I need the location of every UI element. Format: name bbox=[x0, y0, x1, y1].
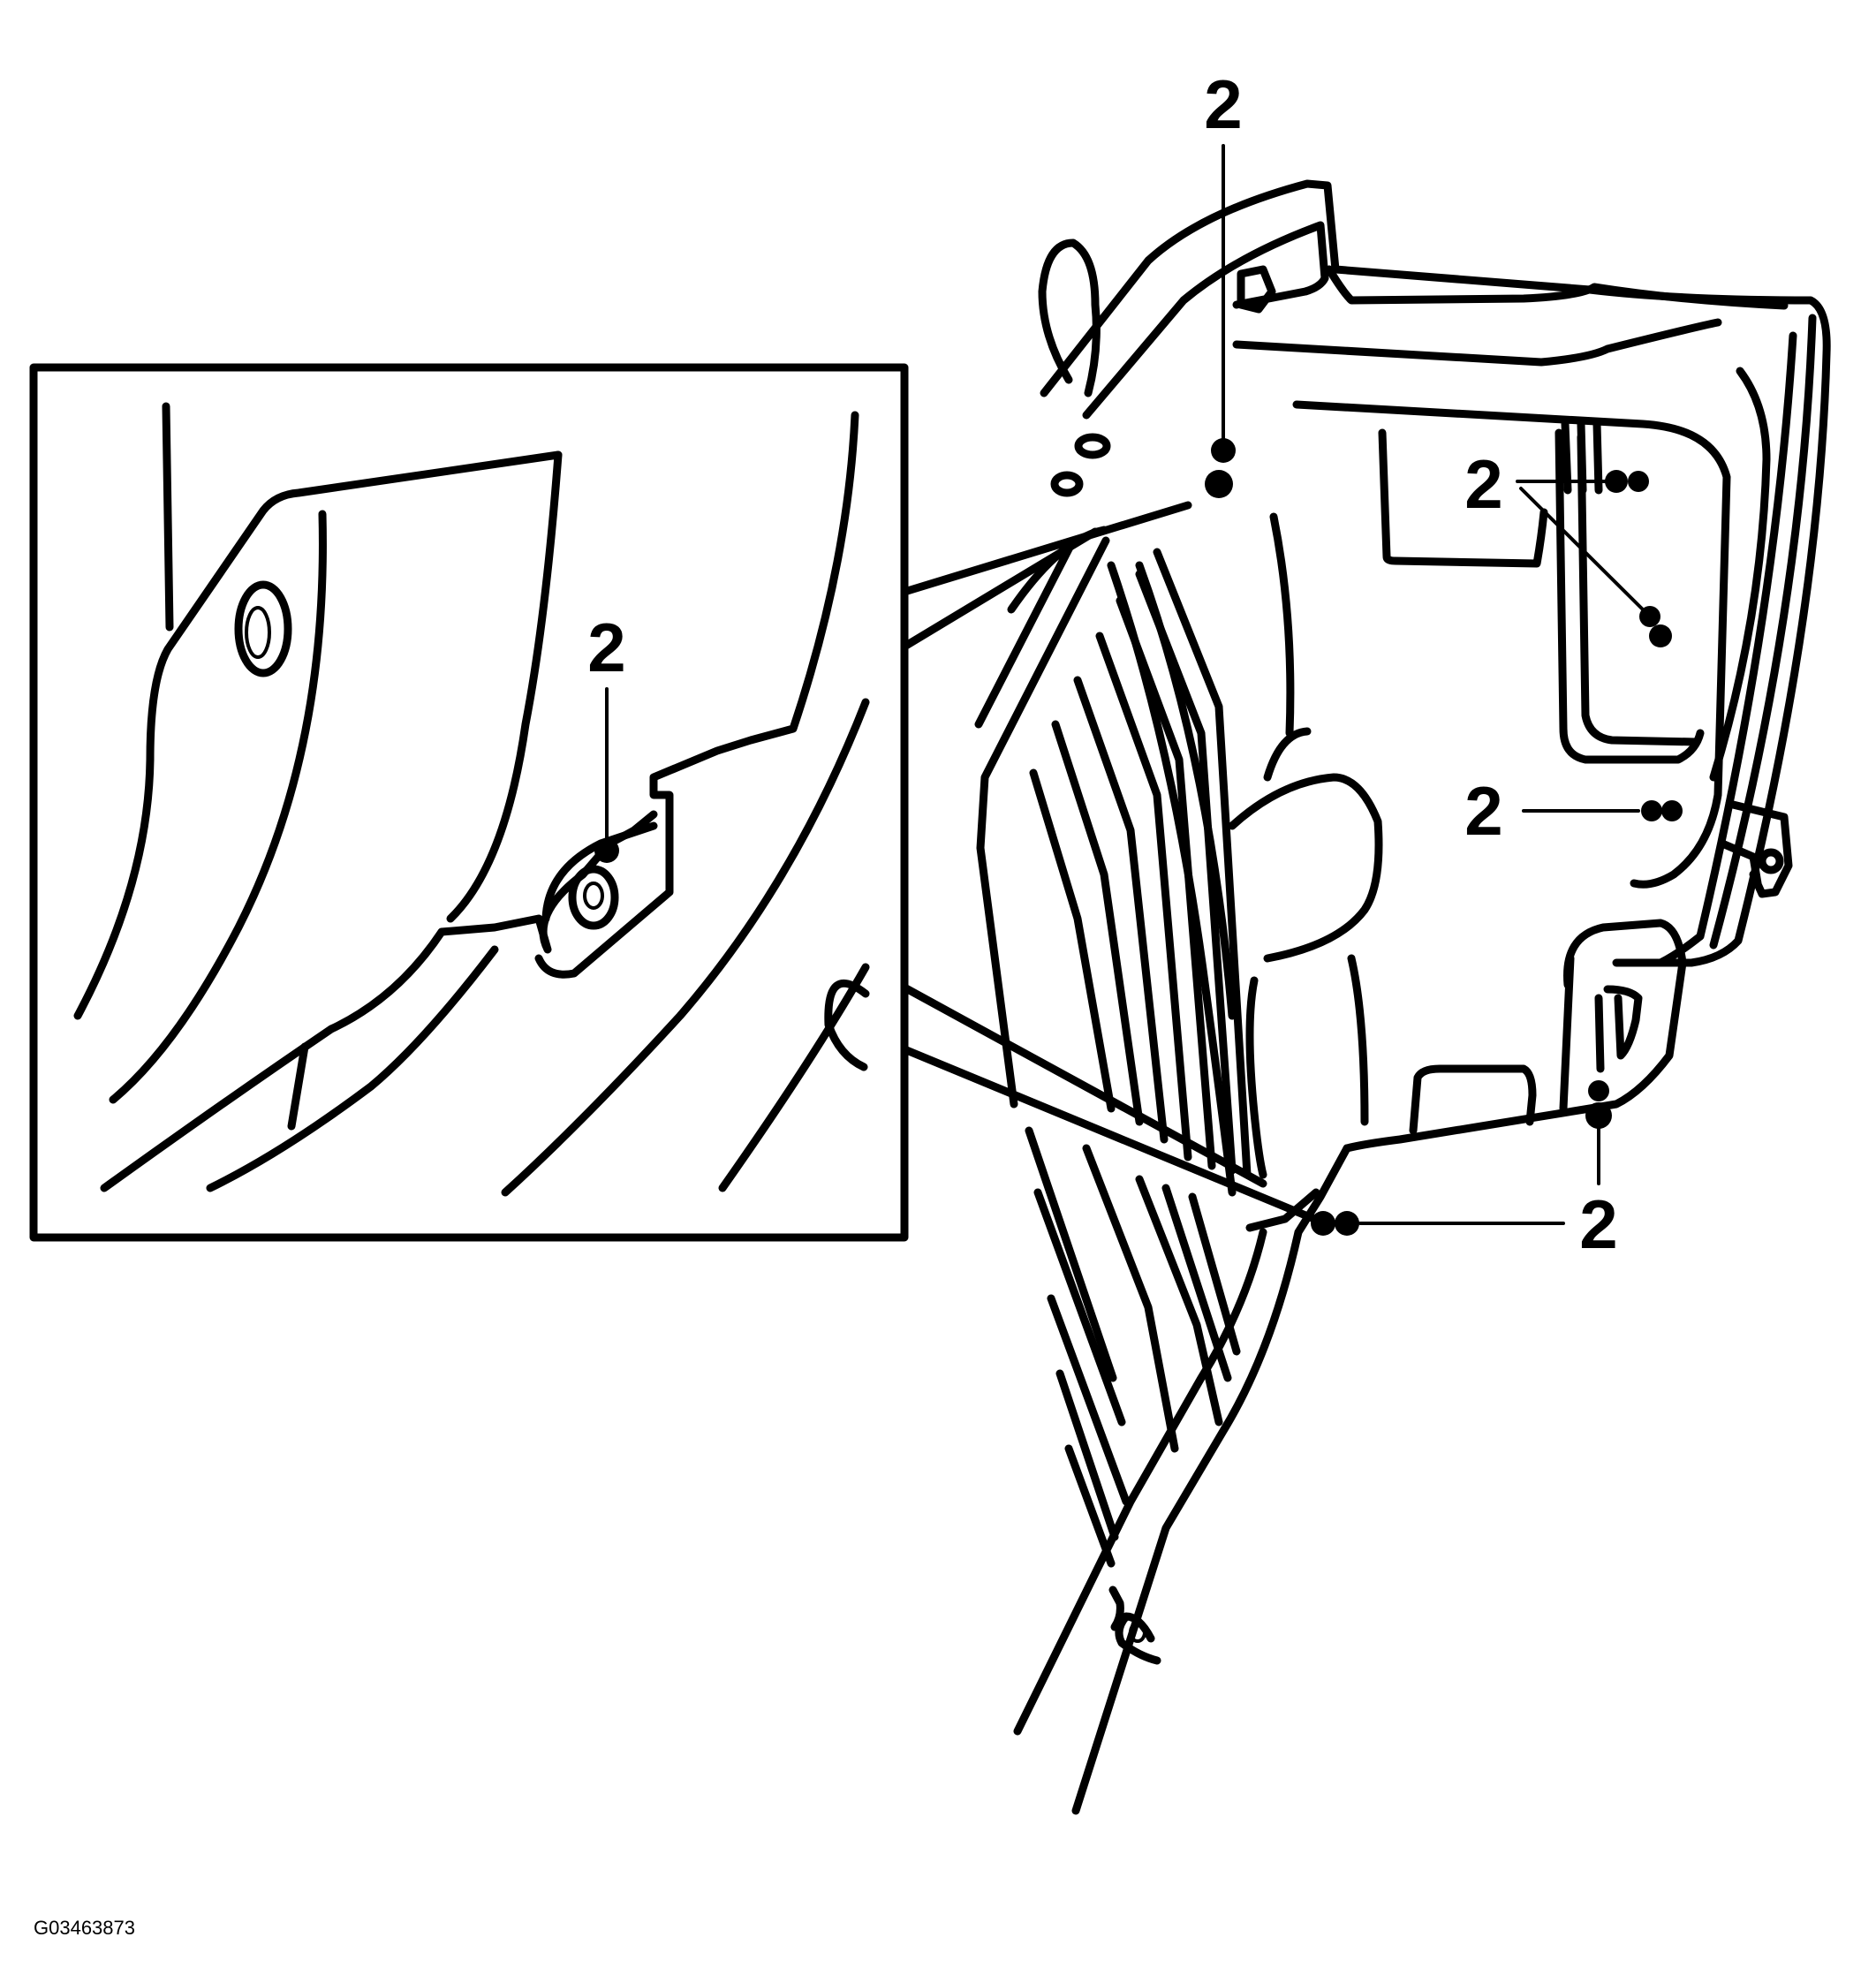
lower-bracket-slot bbox=[1594, 985, 1643, 1073]
shroud-top-rail bbox=[1325, 265, 1789, 310]
callout-bottom-right-dot-2 bbox=[1335, 1211, 1359, 1236]
zoom-line-upper bbox=[900, 501, 1192, 596]
callout-right-upper-dot-2b bbox=[1649, 624, 1672, 647]
callout-bottom-right-label: 2 bbox=[1579, 1185, 1617, 1263]
callout-right-middle-dot-2 bbox=[1661, 800, 1683, 821]
recess-inner-box bbox=[1378, 428, 1548, 568]
recess-upper bbox=[1292, 400, 1731, 889]
callout-top-label: 2 bbox=[1204, 65, 1242, 143]
lower-rail-hole bbox=[1129, 1622, 1146, 1643]
lower-rail-inner bbox=[1013, 1228, 1267, 1736]
inset-bracket-hole-inner bbox=[245, 606, 271, 659]
inset-fastener-core bbox=[583, 882, 604, 910]
inset-frame bbox=[29, 363, 909, 1242]
mount-hole-1 bbox=[1074, 433, 1111, 459]
callout-right-upper-dot-2a bbox=[1639, 606, 1660, 627]
lower-bracket-inner bbox=[1559, 954, 1575, 1113]
inset-body-curve-3 bbox=[501, 698, 870, 1197]
callout-bottom-right-dot-1 bbox=[1311, 1211, 1335, 1236]
callout-lower-vertical-dot-1 bbox=[1588, 1080, 1609, 1101]
callout-right-middle-dot-1 bbox=[1641, 800, 1662, 821]
inset-body-curve-1 bbox=[100, 927, 446, 1192]
hub-top-arc bbox=[1263, 727, 1312, 782]
zoom-connectors bbox=[900, 501, 1329, 1228]
callout-top-dot-2 bbox=[1205, 470, 1233, 498]
zoom-line-lower-2 bbox=[900, 1045, 1329, 1228]
recess-curve-right bbox=[1709, 367, 1771, 782]
callout-right-upper-label: 2 bbox=[1464, 445, 1502, 523]
shroud-top-frame-inner bbox=[1082, 221, 1329, 420]
callout-top-dot bbox=[1211, 438, 1236, 463]
lower-rail-outer bbox=[1071, 1144, 1351, 1815]
inset-fastener-ring bbox=[568, 865, 619, 930]
inset-bracket-fold bbox=[109, 510, 327, 1104]
radiator-fin-7 bbox=[1153, 548, 1252, 1179]
callout-lower-vertical-dot-2 bbox=[1585, 1102, 1612, 1129]
side-tab-hole bbox=[1758, 848, 1784, 874]
mount-hole-2 bbox=[1050, 471, 1084, 497]
inset-callout-dot bbox=[594, 838, 619, 863]
inset-body-curve-5 bbox=[718, 963, 870, 1192]
lower-fin-9 bbox=[1082, 1144, 1179, 1453]
callout-right-upper-dot-1a bbox=[1605, 470, 1628, 493]
radiator-fin-3 bbox=[1073, 676, 1169, 1144]
side-tab-inner bbox=[1718, 839, 1762, 888]
main-assembly bbox=[974, 179, 1831, 1815]
lower-rail-spike bbox=[1108, 1585, 1124, 1631]
side-tab bbox=[1725, 799, 1793, 898]
lower-rail-joint bbox=[1245, 1188, 1320, 1232]
detail-inset: 2 bbox=[29, 363, 909, 1242]
lower-fin-6 bbox=[1135, 1175, 1223, 1426]
inset-callout-label: 2 bbox=[587, 609, 625, 686]
radiator-frame-left bbox=[976, 536, 1110, 1109]
callout-right-upper-dot-1b bbox=[1628, 471, 1649, 492]
lower-fin-4 bbox=[1055, 1369, 1119, 1541]
lower-fin-3 bbox=[1047, 1294, 1131, 1506]
hub-outline bbox=[1228, 773, 1383, 963]
callout-right-upper-leader-2 bbox=[1519, 487, 1653, 620]
radiator-fin-8 bbox=[1107, 561, 1237, 1197]
inset-bracket-panel bbox=[162, 402, 174, 632]
hub-vertical bbox=[1269, 512, 1295, 738]
inset-bracket-hole bbox=[234, 580, 292, 677]
figure-id: G03463873 bbox=[34, 1917, 135, 1939]
lower-fin-2 bbox=[1033, 1188, 1126, 1426]
radiator-frame-top bbox=[1007, 526, 1108, 614]
hub-right bbox=[1347, 954, 1369, 1126]
lower-fin-1 bbox=[1025, 1126, 1117, 1382]
recess-grid-lines bbox=[1561, 420, 1603, 495]
inset-body-curve-6 bbox=[824, 979, 870, 1071]
zoom-line-lower bbox=[900, 983, 1267, 1188]
top-nut bbox=[1237, 265, 1276, 314]
lower-bracket bbox=[1343, 919, 1687, 1153]
lower-fin-5 bbox=[1064, 1444, 1116, 1568]
hub-left bbox=[1245, 976, 1267, 1179]
radiator-fin-1 bbox=[1029, 768, 1116, 1113]
radiator-fin-2 bbox=[1051, 720, 1144, 1126]
inset-tab-body bbox=[534, 411, 859, 979]
radiator-frame-edge bbox=[974, 536, 1078, 729]
radiator-fin-9 bbox=[1135, 561, 1237, 1020]
inset-body-curve-4 bbox=[287, 1042, 309, 1131]
lower-bracket-box bbox=[1409, 1064, 1537, 1135]
mounting-ear bbox=[1038, 238, 1101, 397]
recess-right-channel-2 bbox=[1577, 433, 1700, 746]
shroud-top-rail-2 bbox=[1232, 318, 1722, 367]
inset-bracket-outline bbox=[73, 450, 563, 1020]
callouts-main: 2 2 2 2 bbox=[1204, 65, 1683, 1263]
inset-body-curve-2 bbox=[206, 945, 499, 1192]
radiator-fin-4 bbox=[1095, 632, 1192, 1162]
callout-right-middle-label: 2 bbox=[1464, 772, 1502, 850]
inset-bracket-edge bbox=[446, 450, 563, 923]
